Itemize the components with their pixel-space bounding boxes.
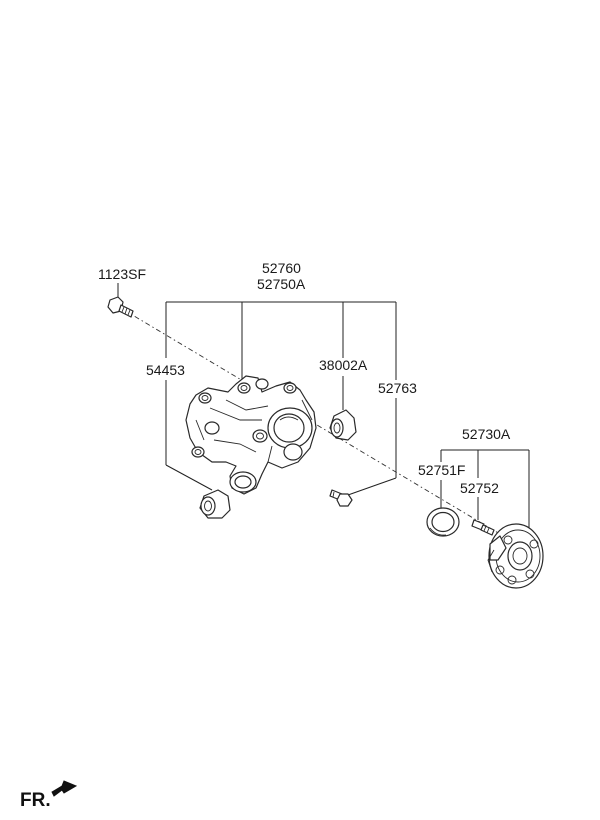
label-1123sf: 1123SF xyxy=(98,266,146,282)
label-52752: 52752 xyxy=(460,480,499,496)
front-direction-marker: FR. xyxy=(20,780,78,811)
label-52750a: 52750A xyxy=(257,276,306,292)
label-54453: 54453 xyxy=(146,362,185,378)
bolt-1123sf xyxy=(107,296,134,318)
label-52751f: 52751F xyxy=(418,462,465,478)
bushing-38002a xyxy=(329,409,357,441)
label-52763: 52763 xyxy=(378,380,417,396)
label-52760: 52760 xyxy=(262,260,301,276)
bolt-52752 xyxy=(471,519,495,536)
label-38002a: 38002A xyxy=(319,357,368,373)
label-52730a: 52730A xyxy=(462,426,511,442)
assembly-axis-line xyxy=(123,309,511,541)
shield-52751f xyxy=(426,507,460,537)
leader-lines xyxy=(117,283,530,538)
bushing-54453 xyxy=(199,489,231,519)
hub-bearing-52730a xyxy=(487,523,544,589)
front-arrow-icon xyxy=(51,780,78,797)
bolt-52763 xyxy=(329,489,353,507)
knuckle-carrier xyxy=(185,375,317,495)
front-marker-label: FR. xyxy=(20,790,51,811)
